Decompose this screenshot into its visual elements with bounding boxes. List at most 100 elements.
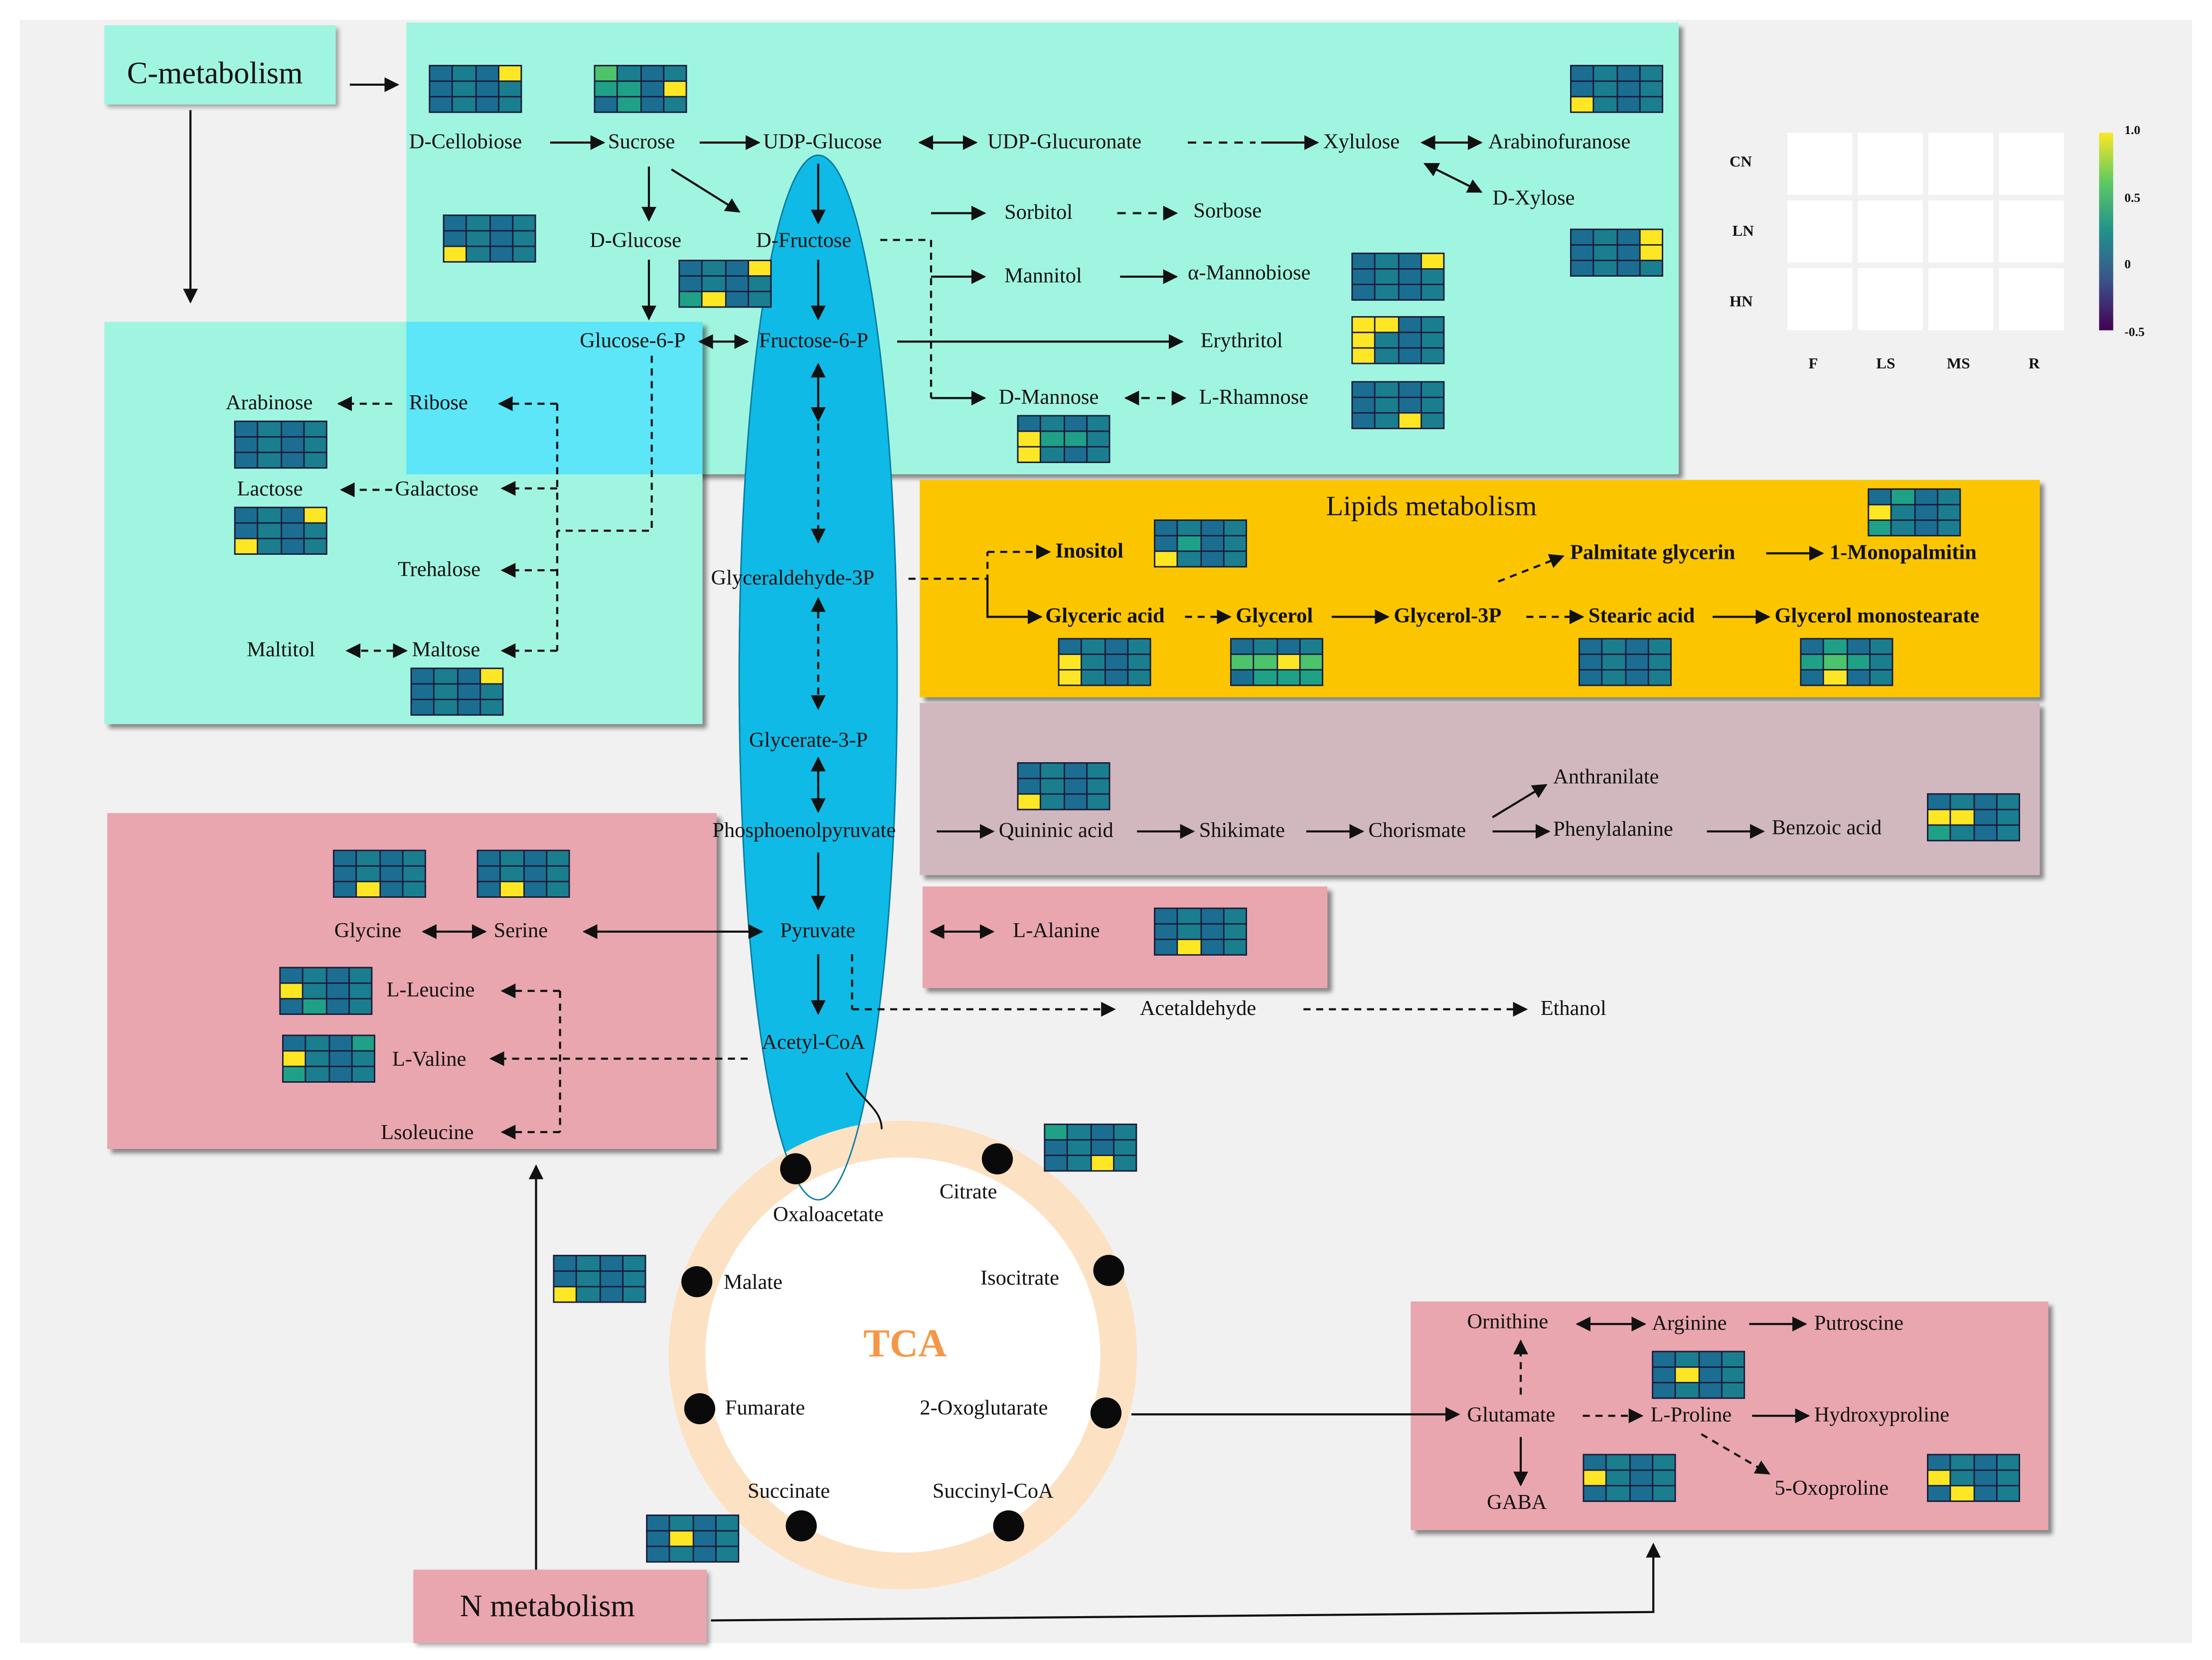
heatmap-cell bbox=[1617, 230, 1639, 244]
label-chorismate: Chorismate bbox=[1368, 820, 1466, 843]
heatmap-cell bbox=[1224, 909, 1246, 923]
heatmap-cell bbox=[1617, 82, 1639, 96]
heatmap-dmannose bbox=[1017, 415, 1110, 463]
heatmap-succinate bbox=[646, 1514, 740, 1563]
heatmap-cell bbox=[1951, 826, 1973, 840]
heatmap-cell bbox=[329, 1067, 351, 1082]
heatmap-cell bbox=[1277, 655, 1299, 669]
tca-node-oxoglutarate bbox=[1090, 1397, 1122, 1429]
heatmap-cell bbox=[1571, 66, 1593, 81]
heatmap-cell bbox=[258, 523, 280, 538]
heatmap-cell bbox=[1087, 779, 1109, 794]
heatmap-cell bbox=[1018, 779, 1040, 794]
label-lsoleucine: Lsoleucine bbox=[381, 1122, 474, 1145]
heatmap-cell bbox=[1951, 1471, 1973, 1485]
heatmap-cell bbox=[1128, 639, 1150, 654]
heatmap-cell bbox=[1653, 1455, 1675, 1470]
heatmap-cell bbox=[1928, 795, 1950, 809]
heatmap-cell bbox=[412, 684, 434, 699]
heatmap-cell bbox=[1951, 795, 1973, 809]
heatmap-cell bbox=[1571, 230, 1593, 244]
heatmap-cell bbox=[1594, 97, 1616, 112]
label-d-mannose: D-Mannose bbox=[998, 386, 1099, 410]
glycolysis-ellipse-tip bbox=[738, 155, 898, 1201]
heatmap-cell bbox=[1607, 1486, 1629, 1500]
label-mannobiose: α-Mannobiose bbox=[1188, 262, 1311, 285]
c-metabolism-title: C-metabolism bbox=[127, 55, 303, 91]
legend-row-ln: LN bbox=[1732, 223, 1754, 240]
heatmap-cell bbox=[281, 968, 303, 983]
heatmap-cell bbox=[490, 247, 512, 261]
heatmap-cell bbox=[664, 82, 686, 96]
heatmap-cell bbox=[1041, 795, 1063, 809]
heatmap-cell bbox=[490, 216, 512, 230]
heatmap-cell bbox=[618, 82, 640, 96]
heatmap-cell bbox=[499, 82, 521, 96]
heatmap-cell bbox=[334, 882, 356, 897]
heatmap-cell bbox=[1376, 269, 1398, 284]
label-acetaldehyde: Acetaldehyde bbox=[1139, 997, 1257, 1021]
heatmap-cell bbox=[1870, 639, 1892, 654]
heatmap-cell bbox=[480, 669, 502, 683]
heatmap-cell bbox=[1068, 1140, 1090, 1155]
heatmap-cell bbox=[1128, 655, 1150, 669]
label-fructose-6p: Fructose-6-P bbox=[759, 330, 869, 353]
heatmap-cell bbox=[1928, 810, 1950, 825]
heatmap-cell bbox=[1801, 670, 1823, 685]
heatmap-cell bbox=[235, 523, 257, 538]
heatmap-cell bbox=[703, 276, 725, 291]
heatmap-cell bbox=[326, 984, 348, 998]
heatmap-lleucine bbox=[279, 967, 373, 1015]
heatmap-cell bbox=[1997, 795, 2019, 809]
label-acetyl-coa: Acetyl-CoA bbox=[762, 1031, 865, 1055]
heatmap-cell bbox=[1422, 333, 1443, 347]
heatmap-cell bbox=[1041, 416, 1063, 431]
heatmap-cell bbox=[1630, 1471, 1652, 1485]
label-quininic-acid: Quininic acid bbox=[998, 820, 1113, 843]
label-maltose: Maltose bbox=[412, 639, 480, 663]
heatmap-cell bbox=[444, 216, 466, 230]
heatmap-cell bbox=[664, 66, 686, 81]
heatmap-cell bbox=[1997, 1486, 2019, 1500]
heatmap-cell bbox=[1617, 97, 1639, 112]
heatmap-lproline bbox=[1652, 1350, 1745, 1399]
heatmap-cell bbox=[1353, 254, 1375, 269]
heatmap-cell bbox=[1640, 82, 1662, 96]
heatmap-dfructose bbox=[678, 260, 772, 308]
label-l-leucine: L-Leucine bbox=[386, 980, 475, 1002]
heatmap-cell bbox=[1231, 655, 1254, 669]
heatmap-cell bbox=[1607, 1455, 1629, 1470]
heatmap-cell bbox=[235, 508, 257, 522]
heatmap-stearicacid bbox=[1579, 638, 1672, 686]
label-serine: Serine bbox=[493, 920, 548, 943]
heatmap-cell bbox=[1928, 1486, 1950, 1500]
heatmap-cell bbox=[1399, 318, 1421, 332]
heatmap-cell bbox=[1064, 795, 1086, 809]
heatmap-cell bbox=[641, 82, 663, 96]
heatmap-cell bbox=[1201, 520, 1223, 535]
tca-node-succinate bbox=[786, 1510, 817, 1542]
heatmap-cell bbox=[1602, 639, 1625, 654]
heatmap-lrhamnose bbox=[1351, 381, 1445, 429]
heatmap-glycine bbox=[332, 849, 426, 898]
heatmap-cell bbox=[1594, 66, 1616, 81]
heatmap-sucrose bbox=[594, 65, 687, 113]
label-lactose: Lactose bbox=[237, 478, 303, 501]
heatmap-cell bbox=[1300, 639, 1322, 654]
heatmap-cell bbox=[1105, 655, 1127, 669]
heatmap-cell bbox=[1059, 639, 1081, 654]
legend-col-ls: LS bbox=[1876, 355, 1896, 373]
heatmap-cell bbox=[1915, 490, 1937, 504]
label-ornithine: Ornithine bbox=[1467, 1311, 1549, 1334]
heatmap-malate bbox=[553, 1255, 646, 1303]
heatmap-cell bbox=[1064, 447, 1086, 462]
heatmap-cell bbox=[1974, 1455, 1996, 1470]
heatmap-cell bbox=[1653, 1486, 1675, 1500]
heatmap-cell bbox=[430, 82, 452, 96]
tca-node-malate bbox=[681, 1266, 713, 1298]
heatmap-cell bbox=[1676, 1383, 1698, 1398]
heatmap-cell bbox=[716, 1516, 738, 1530]
heatmap-cell bbox=[1653, 1471, 1675, 1485]
heatmap-cell bbox=[1422, 285, 1443, 300]
heatmap-cell bbox=[600, 1256, 622, 1271]
